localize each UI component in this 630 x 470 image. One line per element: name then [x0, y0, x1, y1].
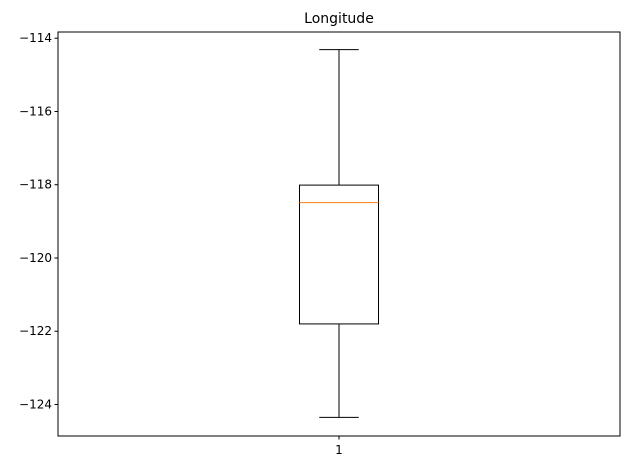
chart-title: Longitude [304, 11, 374, 27]
box-iqr [299, 184, 379, 325]
y-tick-label: −118 [19, 178, 52, 192]
y-tick-label: −120 [19, 251, 52, 265]
box-series [299, 49, 379, 418]
y-tick-label: −124 [19, 398, 52, 412]
y-axis: −114 −116 −118 −120 −122 −124 [19, 31, 58, 412]
y-tick-label: −116 [19, 104, 52, 118]
y-tick-label: −122 [19, 324, 52, 338]
x-axis: 1 [335, 436, 343, 457]
x-tick-label: 1 [335, 443, 343, 457]
plot-frame [57, 31, 621, 437]
y-tick-label: −114 [19, 31, 52, 45]
